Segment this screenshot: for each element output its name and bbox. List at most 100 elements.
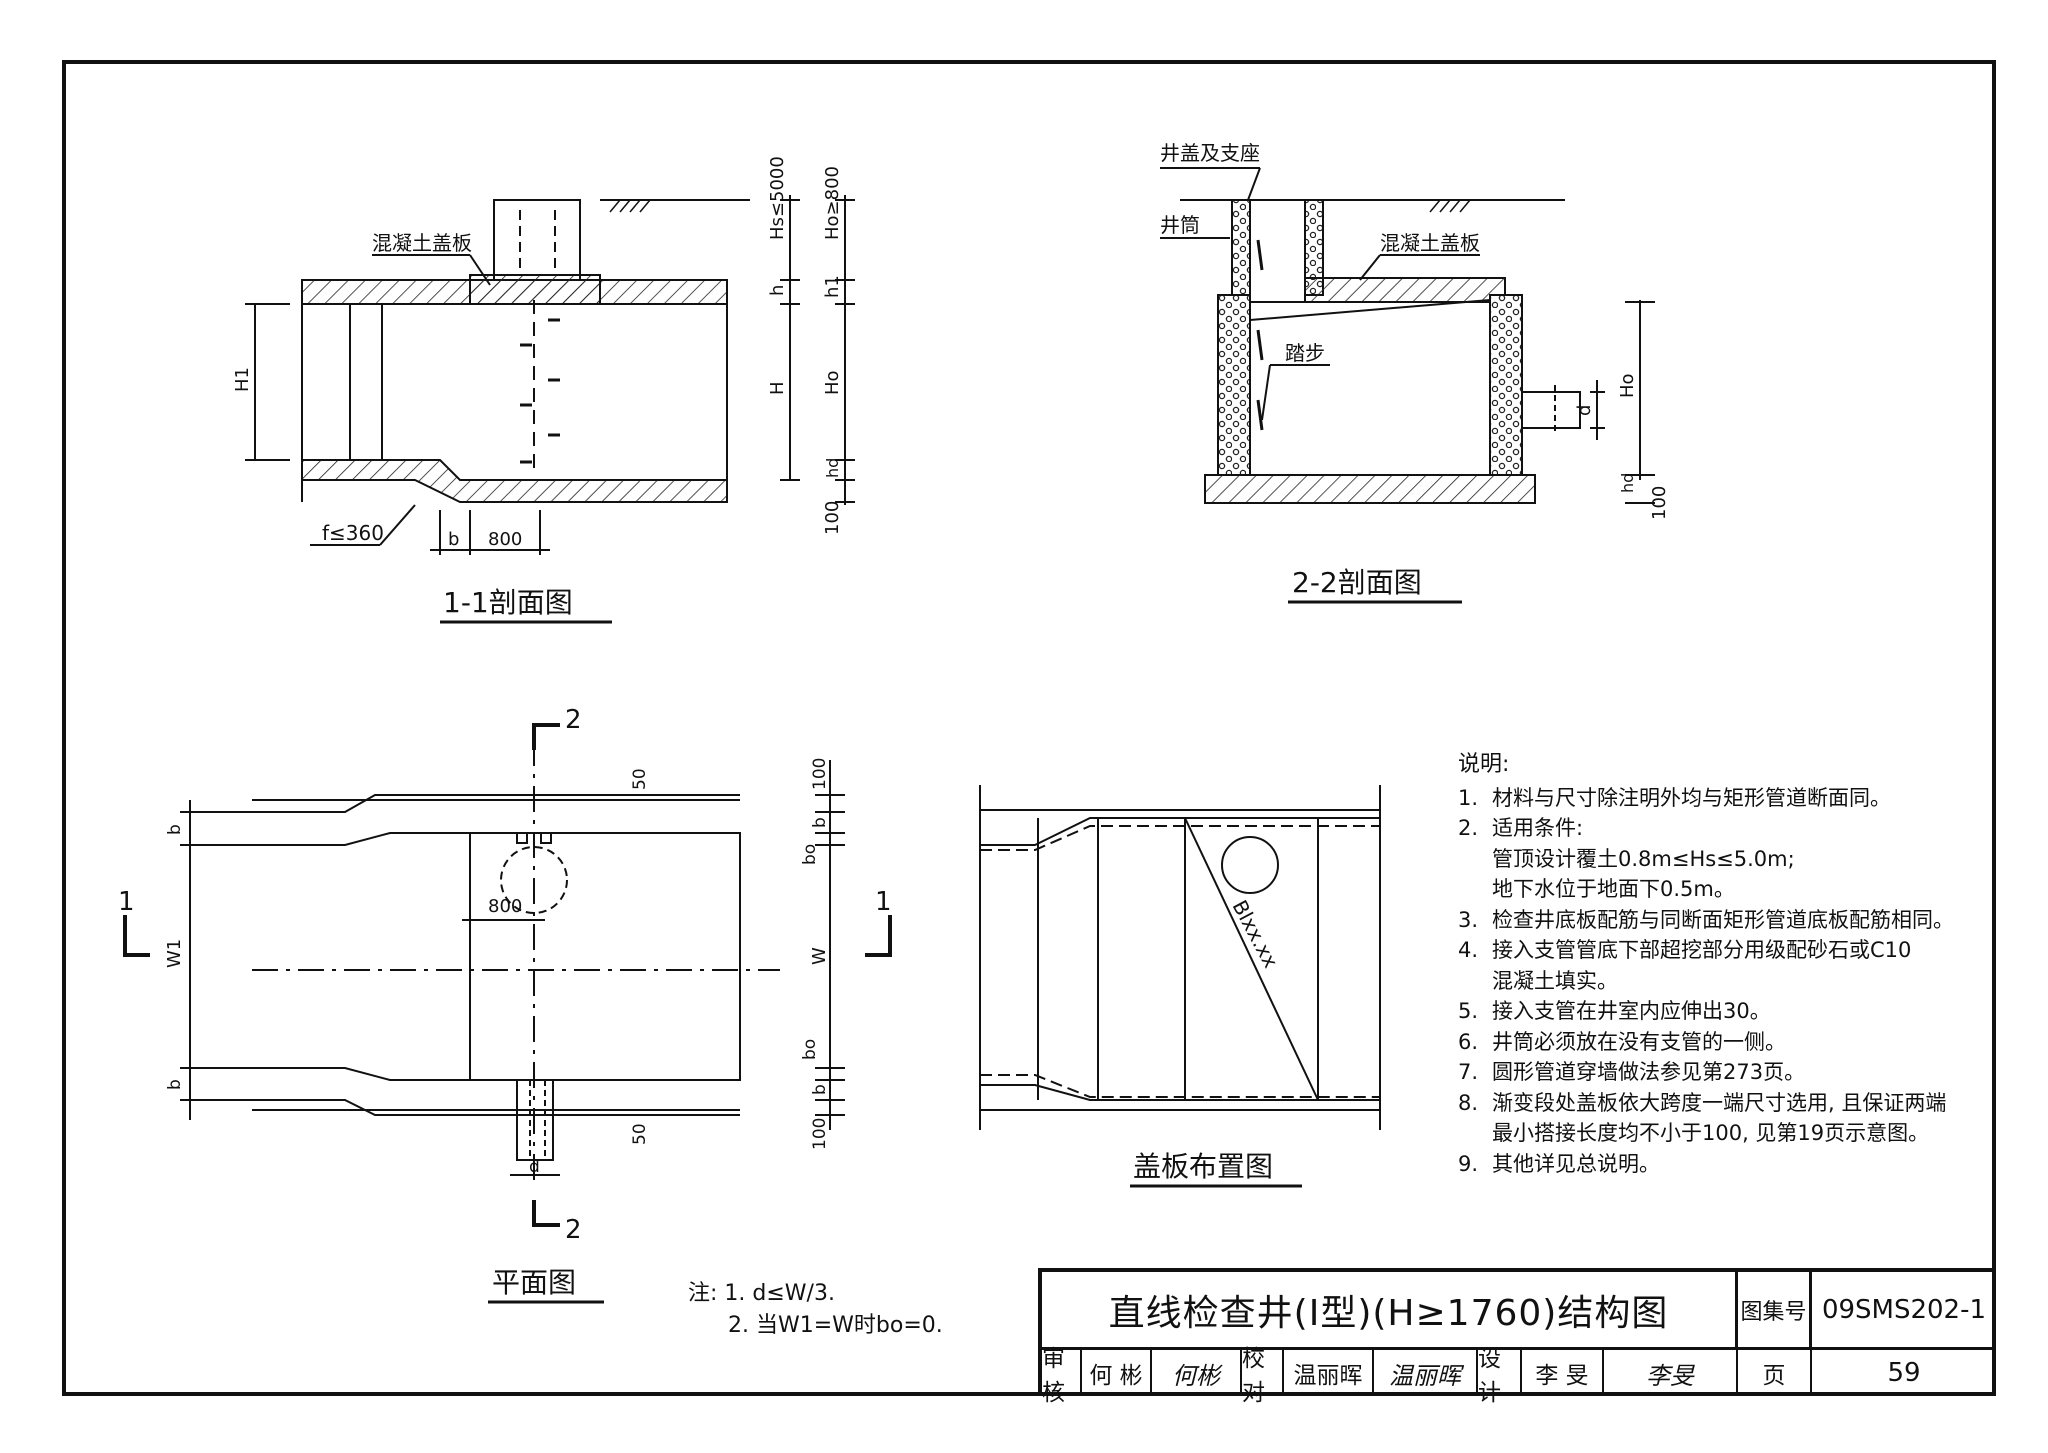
note-text: 接入支管管底下部超挖部分用级配砂石或C10	[1492, 938, 1912, 962]
design-label: 设计	[1478, 1346, 1522, 1406]
dim-800: 800	[488, 529, 522, 550]
note-number: 6.	[1458, 1029, 1479, 1054]
note-text: 其他详见总说明。	[1492, 1151, 1660, 1176]
note-number: 2.	[1458, 816, 1479, 840]
note-subline: 地下水位于地面下0.5m。	[1492, 877, 1735, 901]
dim-W: W	[809, 947, 830, 965]
title-plan: 平面图	[492, 1266, 576, 1299]
note-subline: 最小搭接长度均不小于100, 见第19页示意图。	[1492, 1121, 1930, 1145]
dim-Ho: Ho	[1617, 373, 1638, 398]
slab-label: Blxx.xx	[1228, 896, 1284, 972]
ground-hatch	[609, 199, 651, 213]
note-number: 8.	[1458, 1090, 1479, 1115]
note-item: 7. 圆形管道穿墙做法参见第273页。	[1458, 1057, 1978, 1088]
dim-b-left-top: b	[165, 824, 185, 835]
checker-name: 温丽晖	[1284, 1350, 1374, 1396]
note-text: 井筒必须放在没有支管的一侧。	[1492, 1029, 1786, 1054]
plan-labels: 2 2 1 1 100 50 b b bo W1 W 800 bo b b d …	[118, 705, 892, 1304]
dim-hd: hd	[1618, 473, 1637, 493]
set-label: 图集号	[1738, 1272, 1812, 1350]
reviewer-name: 何 彬	[1082, 1350, 1152, 1396]
dim-d: d	[529, 1157, 540, 1177]
note-number: 1.	[1458, 785, 1479, 810]
dim-W1: W1	[164, 939, 185, 968]
section-mark-2-bottom: 2	[565, 1215, 582, 1245]
section-1-1	[245, 195, 855, 555]
section-2-2-labels: 井盖及支座 井筒 混凝土盖板 踏步 Ho d hd 100 2-2剖面图	[1160, 141, 1670, 604]
dim-100-top: 100	[810, 758, 830, 790]
label-steps: 踏步	[1285, 341, 1325, 365]
note-item: 9. 其他详见总说明。	[1458, 1149, 1978, 1180]
footnotes: 注: 1. d≤W/3. 2. 当W1=W时bo=0.	[688, 1278, 943, 1342]
note-text: 接入支管在井室内应伸出30。	[1492, 999, 1771, 1023]
dim-h: h	[767, 285, 788, 296]
note-number: 7.	[1458, 1060, 1479, 1084]
note-number: 9.	[1458, 1151, 1479, 1176]
notes-list: 1. 材料与尺寸除注明外均与矩形管道断面同。 2. 适用条件: 管顶设计覆土0.8m≤H…	[1458, 783, 1978, 1180]
section-mark-1-left: 1	[118, 887, 135, 917]
notes-title: 说明:	[1458, 752, 1510, 777]
note-text: 材料与尺寸除注明外均与矩形管道断面同。	[1492, 785, 1891, 810]
label-slab: 混凝土盖板	[1380, 231, 1480, 255]
drawing-title: 直线检查井(I型)(H≥1760)结构图	[1042, 1272, 1738, 1350]
note-text: 渐变段处盖板依大跨度一端尺寸选用, 且保证两端	[1492, 1090, 1947, 1115]
designer-signature: 李旻	[1604, 1350, 1738, 1396]
note-text: 适用条件:	[1492, 816, 1584, 840]
note-item: 8. 渐变段处盖板依大跨度一端尺寸选用, 且保证两端	[1458, 1088, 1978, 1119]
page-number: 59	[1887, 1358, 1921, 1388]
title-section-2-2: 2-2剖面图	[1292, 566, 1422, 599]
dim-100: 100	[1649, 486, 1670, 520]
dim-b-right-bottom: b	[810, 1084, 830, 1095]
plan-view	[123, 723, 892, 1227]
dim-800: 800	[488, 896, 522, 917]
note-subline: 混凝土填实。	[1492, 968, 1618, 993]
note-item: 2. 适用条件:	[1458, 813, 1978, 844]
footnote-label: 注:	[688, 1281, 718, 1306]
cover-layout-view	[979, 785, 1381, 1130]
section-1-1-labels: 混凝土盖板 Hs≤5000 Ho≥800 h h1 H Ho hd 100 H1…	[232, 156, 843, 624]
dim-Ho: Ho≥800	[822, 166, 843, 240]
section-2-2	[1160, 167, 1655, 504]
cover-layout-labels: Blxx.xx 盖板布置图	[1130, 896, 1302, 1188]
note-subline: 管顶设计覆土0.8m≤Hs≤5.0m;	[1492, 846, 1795, 871]
notes-panel: 说明: 1. 材料与尺寸除注明外均与矩形管道断面同。 2. 适用条件: 管顶设计覆土0.…	[1458, 750, 1978, 1179]
dim-Hs: Hs≤5000	[767, 156, 788, 240]
label-shaft: 井筒	[1160, 213, 1200, 237]
label-concrete-cover: 混凝土盖板	[372, 231, 472, 255]
dim-f: f≤360	[322, 521, 384, 545]
title-block: 直线检查井(I型)(H≥1760)结构图 图集号 09SMS202-1 审核 何…	[1038, 1268, 1996, 1406]
note-item: 1. 材料与尺寸除注明外均与矩形管道断面同。	[1458, 783, 1978, 814]
footnote-2: 2. 当W1=W时bo=0.	[728, 1313, 943, 1338]
title-cover-layout: 盖板布置图	[1133, 1150, 1273, 1183]
dim-b: b	[448, 529, 459, 550]
dim-100: 100	[822, 501, 843, 535]
dim-hd: hd	[823, 458, 842, 478]
note-item: 6. 井筒必须放在没有支管的一侧。	[1458, 1027, 1978, 1058]
check-label: 校对	[1242, 1346, 1284, 1406]
reviewer-signature: 何彬	[1152, 1350, 1242, 1396]
label-cover-seat: 井盖及支座	[1160, 141, 1260, 165]
page-label: 页	[1738, 1350, 1812, 1396]
dim-50-bottom: 50	[630, 1123, 650, 1145]
footnote-1: 1. d≤W/3.	[724, 1281, 835, 1306]
dim-d: d	[1574, 405, 1595, 416]
checker-signature: 温丽晖	[1374, 1350, 1478, 1396]
dim-Ho-inner: Ho	[822, 370, 843, 395]
note-item: 4. 接入支管管底下部超挖部分用级配砂石或C10	[1458, 935, 1978, 966]
section-mark-1-right: 1	[875, 887, 892, 917]
note-number: 5.	[1458, 999, 1479, 1023]
dim-b-right-top: b	[810, 817, 830, 828]
title-section-1-1: 1-1剖面图	[443, 586, 573, 619]
note-number: 4.	[1458, 938, 1479, 962]
set-number: 09SMS202-1	[1812, 1272, 1996, 1350]
section-mark-2-top: 2	[565, 705, 582, 735]
dim-H: H	[767, 381, 788, 395]
dim-H1: H1	[232, 367, 253, 392]
dim-h1: h1	[822, 275, 843, 298]
dim-bo-bottom: bo	[800, 1039, 820, 1060]
designer-name: 李 旻	[1522, 1350, 1604, 1396]
review-label: 审核	[1042, 1346, 1082, 1406]
dim-b-left-bottom: b	[165, 1079, 185, 1090]
note-text: 圆形管道穿墙做法参见第273页。	[1492, 1060, 1806, 1084]
